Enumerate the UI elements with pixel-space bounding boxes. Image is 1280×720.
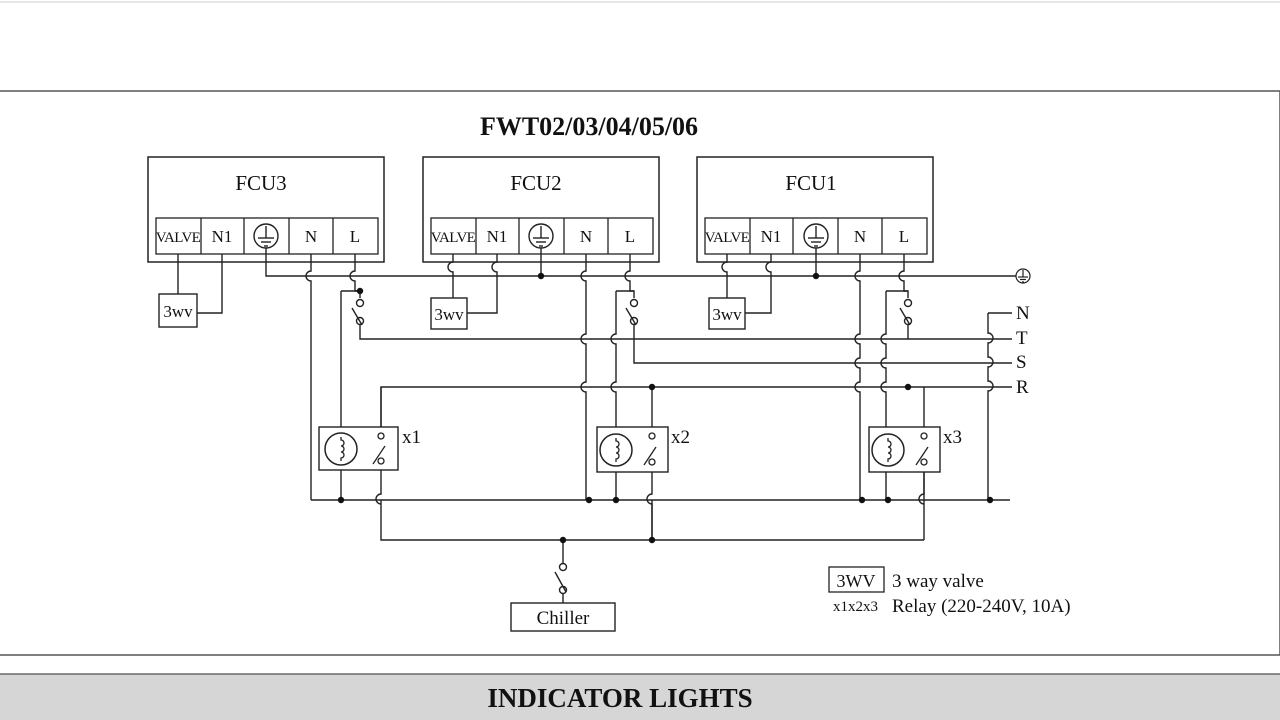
unit-feeds: [305, 254, 925, 540]
legend-relay-text: Relay (220-240V, 10A): [892, 596, 1071, 617]
relay-x3-coil-icon: [871, 433, 905, 467]
relay-x2: x2: [596, 426, 690, 473]
fcu2-unit: FCU2 VALVE N1 N L: [422, 156, 660, 263]
fcu2-terminal-l: L: [625, 227, 635, 246]
svg-text:3wv: 3wv: [434, 305, 464, 324]
diagram-frame: [0, 90, 1280, 656]
fcu3-terminal-n1: N1: [212, 227, 233, 246]
fcu3-terminal-n: N: [305, 227, 317, 246]
legend-valve-symbol: 3WV: [837, 571, 876, 591]
valve-box-fcu2: 3wv: [430, 297, 468, 330]
fcu1-earth-icon: [803, 223, 829, 249]
fcu3-earth-icon: [253, 223, 279, 249]
legend-valve-text: 3 way valve: [892, 571, 984, 592]
bus-wiring: [265, 248, 1016, 603]
relay-x1-label: x1: [402, 427, 421, 448]
legend: 3WV 3 way valve x1x2x3 Relay (220-240V, …: [828, 566, 1071, 617]
fcu2-terminal-valve: VALVE: [431, 230, 476, 246]
bus-label-s: S: [1016, 352, 1027, 373]
fcu1-unit: FCU1 VALVE N1 N L: [696, 156, 934, 263]
fcu3-terminal-valve: VALVE: [156, 230, 201, 246]
fcu2-earth-icon: [528, 223, 554, 249]
diagram-title: FWT02/03/04/05/06: [480, 112, 698, 141]
fcu2-label: FCU2: [510, 171, 561, 195]
legend-valve-symbol-box: [828, 566, 885, 593]
chiller-box: Chiller: [510, 602, 616, 632]
bus-label-n: N: [1016, 303, 1030, 324]
relay-x1-coil-icon: [324, 432, 358, 466]
chiller-switch: [554, 562, 568, 595]
svg-text:3wv: 3wv: [163, 302, 193, 321]
legend-relay-symbol: x1x2x3: [833, 599, 878, 615]
fcu1-terminal-n1: N1: [761, 227, 782, 246]
fcu3-terminal-l: L: [350, 227, 360, 246]
fcu2-terminal-n: N: [580, 227, 592, 246]
fcu1-label: FCU1: [785, 171, 836, 195]
bus-label-t: T: [1016, 328, 1028, 349]
earth-bus-terminal-icon: [1015, 268, 1031, 284]
relay-x3: x3: [868, 426, 962, 473]
fcu3-label: FCU3: [235, 171, 286, 195]
relay-x1: x1: [318, 426, 421, 471]
valve-box-fcu3: 3wv: [158, 293, 198, 328]
fcu1-terminal-valve: VALVE: [705, 230, 750, 246]
fcu2-terminal-n1: N1: [487, 227, 508, 246]
fcu3-unit: FCU3 VALVE N1 N L: [147, 156, 385, 263]
svg-text:3wv: 3wv: [712, 305, 742, 324]
relay-x3-label: x3: [943, 427, 962, 448]
valve-wiring: [177, 254, 772, 314]
chiller-label: Chiller: [537, 608, 590, 629]
relay-x2-coil-icon: [599, 433, 633, 467]
footer-heading: INDICATOR LIGHTS: [487, 683, 752, 713]
thermostat-switches: [351, 298, 913, 326]
fcu1-terminal-l: L: [899, 227, 909, 246]
relay-x2-label: x2: [671, 427, 690, 448]
bus-label-r: R: [1016, 377, 1029, 398]
footer-band: INDICATOR LIGHTS: [0, 673, 1280, 720]
junction-dots: [337, 272, 994, 544]
valve-box-fcu1: 3wv: [708, 297, 746, 330]
fcu1-terminal-n: N: [854, 227, 866, 246]
